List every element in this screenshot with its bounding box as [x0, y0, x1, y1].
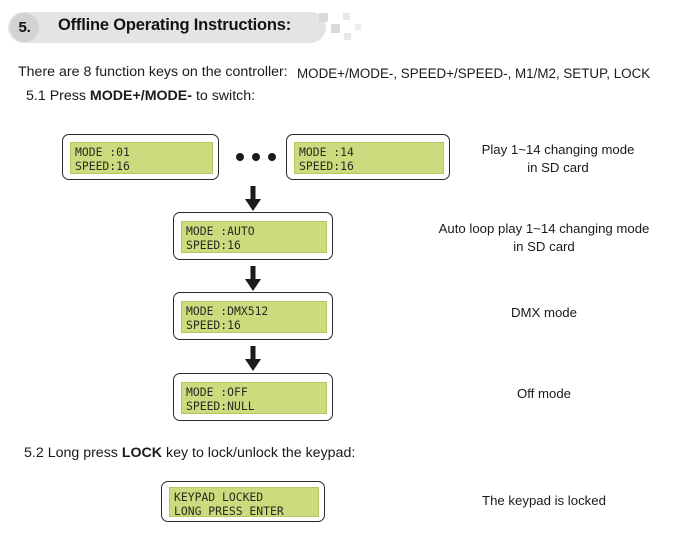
lcd-panel-mode-01: MODE :01 SPEED:16 — [62, 134, 219, 180]
lcd-panel-mode-14: MODE :14 SPEED:16 — [286, 134, 450, 180]
decorative-square — [331, 24, 340, 33]
caption-play-mode: Play 1~14 changing mode in SD card — [443, 141, 673, 177]
lcd-line-1: MODE :01 — [75, 145, 130, 159]
lcd-line-2: LONG PRESS ENTER — [174, 504, 284, 517]
lcd-panel-keypad-locked: KEYPAD LOCKED LONG PRESS ENTER — [161, 481, 325, 522]
lcd-screen-mode-off: MODE :OFF SPEED:NULL — [181, 382, 327, 414]
section-number-badge: 5. — [10, 13, 39, 42]
arrow-down-icon — [245, 266, 261, 291]
caption-dmx-mode: DMX mode — [413, 304, 675, 322]
step-5-1-number: 5.1 — [26, 88, 46, 104]
step-5-2-emphasis: LOCK — [121, 445, 163, 461]
section-header: 5. Offline Operating Instructions: — [8, 12, 338, 43]
lcd-line-2: SPEED:16 — [299, 159, 354, 173]
intro-sentence: There are 8 function keys on the control… — [18, 64, 288, 80]
step-5-1-text-after: to switch: — [195, 88, 256, 104]
caption-line-1: Play 1~14 changing mode — [481, 142, 635, 157]
decorative-square — [355, 24, 361, 30]
step-5-1: 5.1 Press MODE+/MODE- to switch: — [26, 88, 255, 104]
lcd-line-1: KEYPAD LOCKED — [174, 490, 264, 504]
lcd-screen-mode-14: MODE :14 SPEED:16 — [294, 142, 444, 174]
lcd-panel-mode-off: MODE :OFF SPEED:NULL — [173, 373, 333, 421]
caption-line-1: DMX mode — [511, 305, 577, 320]
caption-line-1: Auto loop play 1~14 changing mode — [438, 221, 650, 236]
ellipsis-dots — [236, 153, 276, 161]
arrow-down-icon — [245, 346, 261, 371]
caption-line-2: in SD card — [527, 160, 589, 175]
lcd-line-2: SPEED:16 — [186, 238, 241, 252]
arrow-down-icon — [245, 186, 261, 211]
caption-keypad-locked: The keypad is locked — [482, 493, 606, 508]
lcd-line-1: MODE :AUTO — [186, 224, 255, 238]
step-5-2-text-after: key to lock/unlock the keypad: — [166, 445, 356, 461]
caption-auto-mode: Auto loop play 1~14 changing mode in SD … — [413, 220, 675, 256]
lcd-panel-mode-auto: MODE :AUTO SPEED:16 — [173, 212, 333, 260]
decorative-square — [343, 13, 350, 20]
caption-off-mode: Off mode — [413, 385, 675, 403]
lcd-line-1: MODE :14 — [299, 145, 354, 159]
step-5-2-text-before: Long press — [47, 445, 118, 461]
function-keys-list: MODE+/MODE-, SPEED+/SPEED-, M1/M2, SETUP… — [297, 66, 651, 81]
lcd-line-2: SPEED:16 — [186, 318, 241, 332]
caption-line-1: Off mode — [517, 386, 571, 401]
ellipsis-dot — [268, 153, 276, 161]
lcd-screen-mode-auto: MODE :AUTO SPEED:16 — [181, 221, 327, 253]
lcd-panel-mode-dmx512: MODE :DMX512 SPEED:16 — [173, 292, 333, 340]
lcd-line-2: SPEED:16 — [75, 159, 130, 173]
step-5-2: 5.2 Long press LOCK key to lock/unlock t… — [24, 445, 355, 461]
caption-line-2: in SD card — [513, 239, 575, 254]
lcd-line-2: SPEED:NULL — [186, 399, 255, 413]
lcd-screen-mode-dmx512: MODE :DMX512 SPEED:16 — [181, 301, 327, 333]
step-5-1-emphasis: MODE+/MODE- — [89, 88, 192, 104]
lcd-screen-keypad-locked: KEYPAD LOCKED LONG PRESS ENTER — [169, 487, 319, 517]
lcd-line-1: MODE :OFF — [186, 385, 248, 399]
step-5-2-number: 5.2 — [24, 445, 44, 461]
lcd-line-1: MODE :DMX512 — [186, 304, 269, 318]
lcd-screen-mode-01: MODE :01 SPEED:16 — [70, 142, 213, 174]
decorative-square — [319, 13, 328, 22]
decorative-square — [344, 33, 351, 40]
ellipsis-dot — [252, 153, 260, 161]
header-band — [8, 12, 326, 43]
page-title: Offline Operating Instructions: — [58, 16, 292, 34]
step-5-1-text-before: Press — [49, 88, 86, 104]
ellipsis-dot — [236, 153, 244, 161]
